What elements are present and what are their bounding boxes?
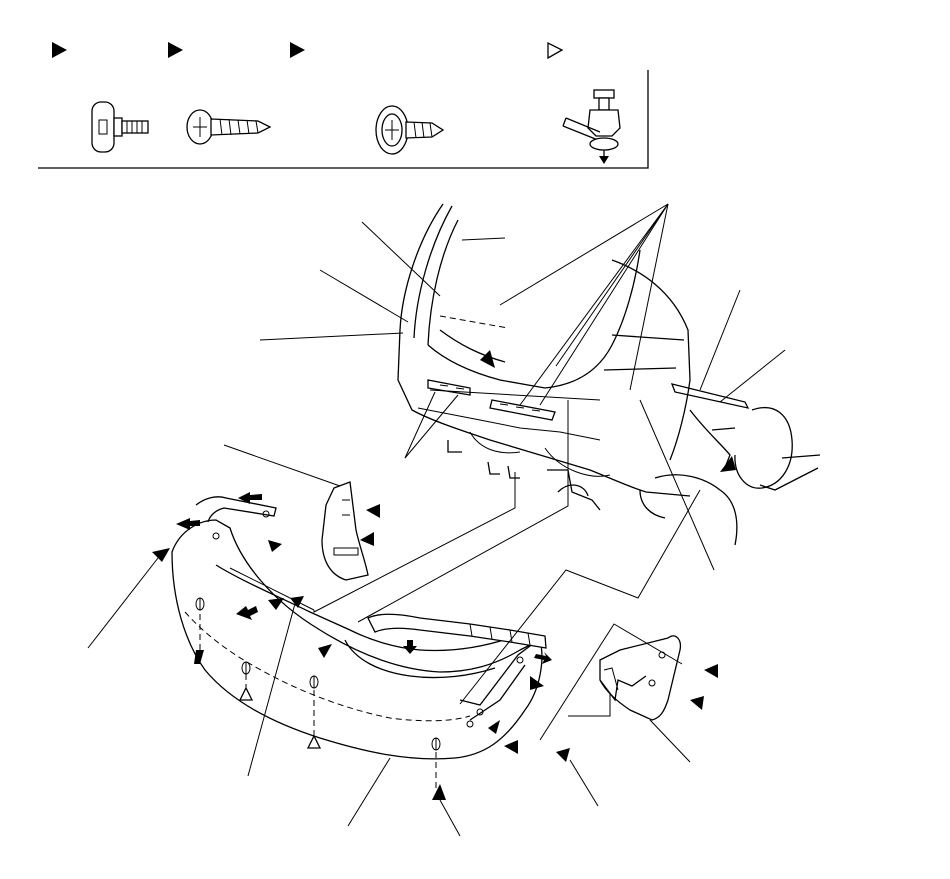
bumper-upper-beam <box>344 613 547 679</box>
bolt-marker-5 <box>290 596 304 608</box>
post-cap-2 <box>241 661 251 675</box>
bumper-holes <box>212 510 524 728</box>
bolt-marker-14 <box>432 784 446 800</box>
legend-marker-clip-triangle <box>547 41 564 60</box>
washer-screw-icon <box>375 105 445 155</box>
upper-beam-outline <box>367 613 547 649</box>
removal-arrow-1 <box>176 518 200 530</box>
rear-pillar-outline <box>399 203 459 346</box>
legend-marker-screw-triangle <box>168 42 183 58</box>
rear-panel-inner <box>417 389 611 477</box>
body-clip-markers <box>480 350 736 472</box>
post-cap-4 <box>431 737 441 751</box>
removal-arrow-4 <box>403 640 417 654</box>
removal-arrow-2 <box>238 492 262 504</box>
bolt-marker-15 <box>488 720 500 734</box>
body-side-panel <box>603 259 691 461</box>
floor-rear-edge <box>759 454 821 491</box>
side-bracket-upper <box>670 383 750 409</box>
left-side-spacer <box>321 481 369 581</box>
bolt-marker-4 <box>268 598 284 610</box>
bolt-marker-2 <box>360 532 374 546</box>
bumper-cover-top-rail <box>215 564 511 652</box>
bolt-marker-9 <box>530 676 544 690</box>
bolt-marker-8 <box>318 644 332 658</box>
bumper-cover-upper-edge <box>195 496 277 523</box>
clip-marker-1 <box>238 686 254 701</box>
legend-marker-washer-screw-triangle <box>290 42 305 58</box>
post-cap-1 <box>195 597 205 611</box>
body-clip-arrow-1 <box>480 350 495 368</box>
fastener-markers <box>152 492 718 800</box>
tailgate-opening <box>427 249 641 389</box>
body-clip-arrow-2 <box>720 456 736 472</box>
bumper-right-flange <box>459 639 539 721</box>
legend-marker-bolt-triangle <box>52 42 67 58</box>
right-side-spacer <box>599 635 682 721</box>
bolt-marker-6 <box>152 548 170 562</box>
rear-panel-lower <box>397 329 691 497</box>
bumper-beam-stay <box>547 469 601 511</box>
upper-beam-sweep <box>344 639 496 679</box>
removal-arrow-5 <box>534 652 552 664</box>
mount-holes <box>439 384 541 412</box>
vehicle-body-rear <box>397 203 821 546</box>
flange-bolt-icon <box>91 101 149 153</box>
post-cap-3 <box>309 675 319 689</box>
legend-frame <box>38 70 649 169</box>
removal-arrow-3 <box>236 606 258 620</box>
body-rear-wheel <box>734 407 793 489</box>
bolt-marker-13 <box>556 748 570 762</box>
bolt-marker-7 <box>194 650 204 664</box>
leader-lines <box>87 203 786 837</box>
bolt-marker-11 <box>690 696 704 710</box>
bolt-marker-10 <box>704 664 718 678</box>
fastener-legend <box>38 41 649 169</box>
clip-icon <box>562 89 621 164</box>
tapping-screw-icon <box>186 109 272 145</box>
rear-wheel-house <box>639 474 738 546</box>
upper-beam-slots <box>469 623 531 646</box>
side-bracket-lower <box>689 409 736 471</box>
bolt-marker-1 <box>366 504 380 518</box>
bolt-marker-3 <box>268 540 282 552</box>
bumper-cover-lower-crease <box>184 611 471 722</box>
center-mount-bracket <box>427 379 556 421</box>
panel-slot-row <box>439 315 509 329</box>
clip-marker-2 <box>306 734 322 749</box>
bolt-marker-12 <box>504 740 518 754</box>
lower-mounting-tabs <box>447 440 520 479</box>
